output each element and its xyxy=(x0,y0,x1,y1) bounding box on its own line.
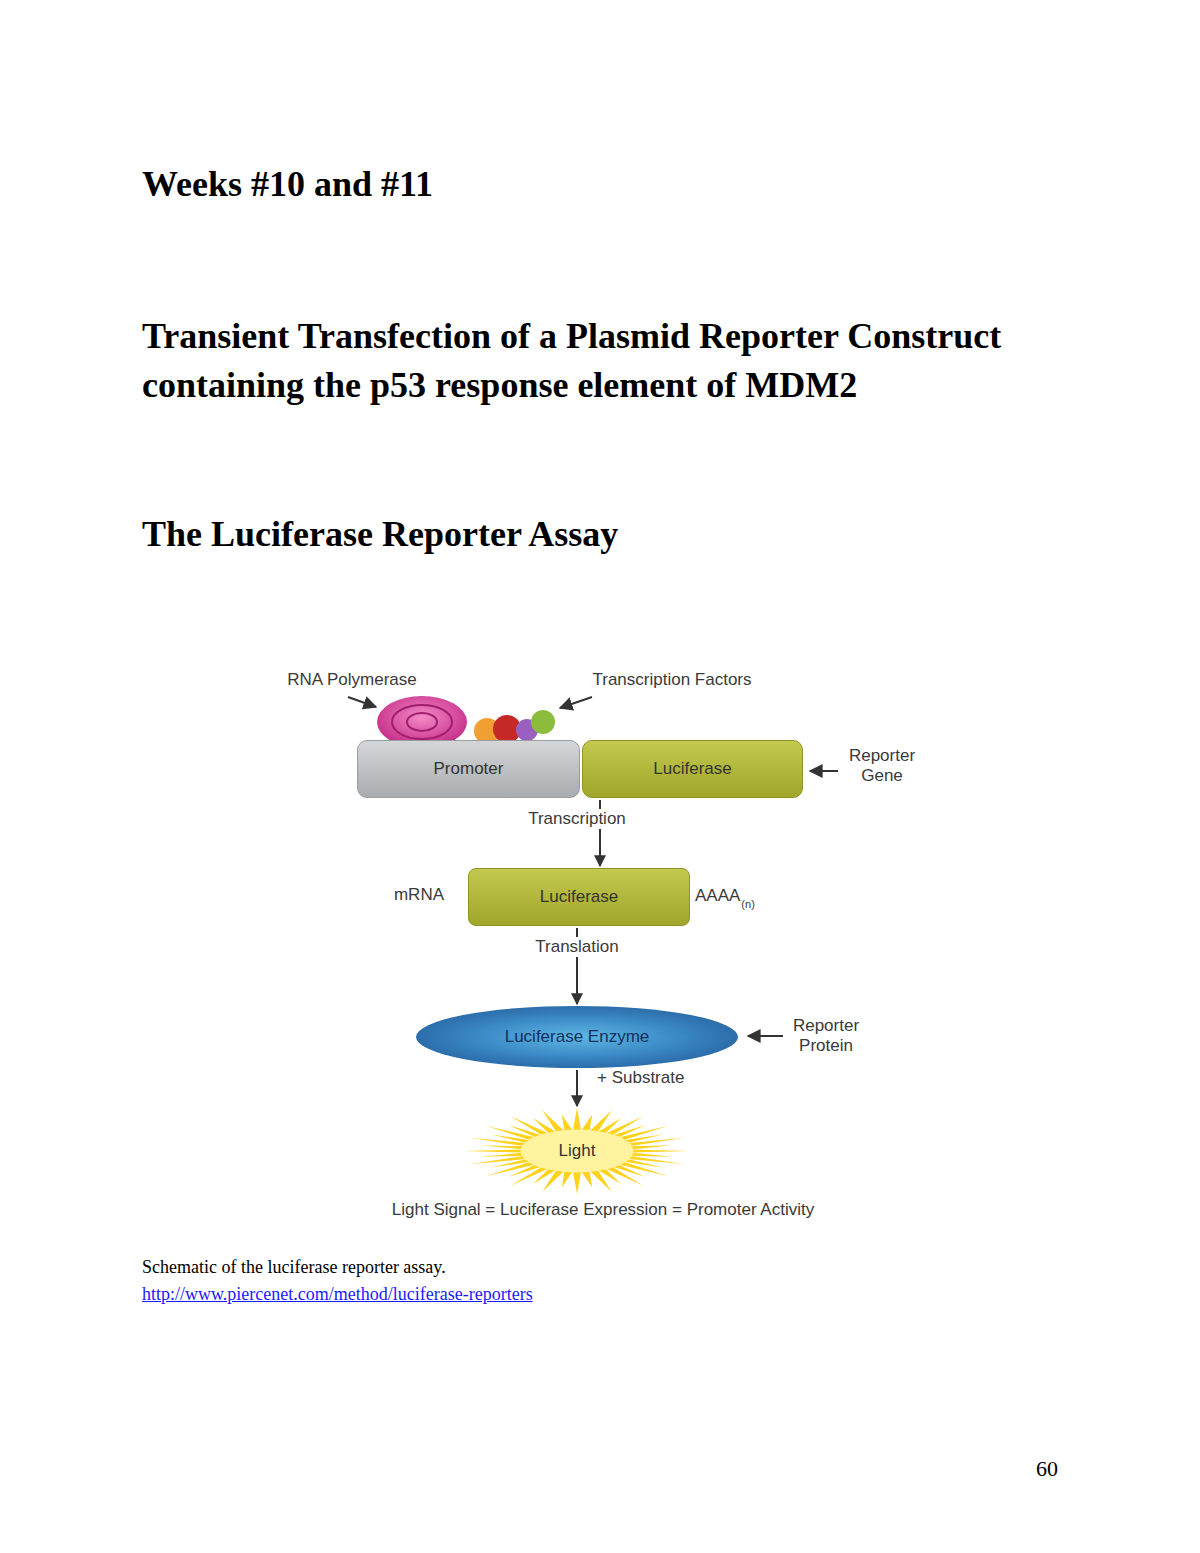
part-label: Transcription Factors xyxy=(592,670,751,690)
poly-a-tail: AAAA xyxy=(695,886,740,906)
promoter-box: Promoter xyxy=(357,740,580,798)
equation-note: Light Signal = Luciferase Expression = P… xyxy=(392,1200,814,1220)
node-label: Promoter xyxy=(434,759,504,779)
section-heading: The Luciferase Reporter Assay xyxy=(142,510,618,559)
section-heading: Transient Transfection of a Plasmid Repo… xyxy=(142,312,1062,410)
light-starburst: Light xyxy=(464,1108,690,1194)
edge-label: Translation xyxy=(533,937,620,957)
enzyme-ellipse: Luciferase Enzyme xyxy=(416,1006,738,1068)
part-label: mRNA xyxy=(394,885,444,905)
page-number: 60 xyxy=(1036,1456,1058,1482)
reporter-gene-box: Luciferase xyxy=(582,740,803,798)
node-label: Luciferase Enzyme xyxy=(505,1027,650,1047)
node-label: Luciferase xyxy=(540,887,618,907)
transcription-factors xyxy=(474,710,555,744)
page-heading: Weeks #10 and #11 xyxy=(142,160,433,209)
part-label: Reporter Protein xyxy=(786,1016,866,1056)
edge-label: + Substrate xyxy=(595,1068,686,1088)
poly-a-subscript: (n) xyxy=(741,894,754,914)
part-label: Reporter Gene xyxy=(842,746,922,786)
figure-caption: Schematic of the luciferase reporter ass… xyxy=(142,1257,446,1278)
source-link: http://www.piercenet.com/method/lucifera… xyxy=(142,1284,533,1305)
leader-arrow xyxy=(748,1035,783,1037)
leader-arrow xyxy=(560,697,592,708)
part-label: RNA Polymerase xyxy=(287,670,416,690)
node-label: Light xyxy=(559,1141,596,1161)
edge-label: Transcription xyxy=(526,809,628,829)
leader-arrow xyxy=(348,697,376,707)
node-label: Luciferase xyxy=(653,759,731,779)
mrna-box: Luciferase xyxy=(468,868,690,926)
flow-arrow xyxy=(576,1070,578,1106)
leader-arrow xyxy=(810,770,838,772)
